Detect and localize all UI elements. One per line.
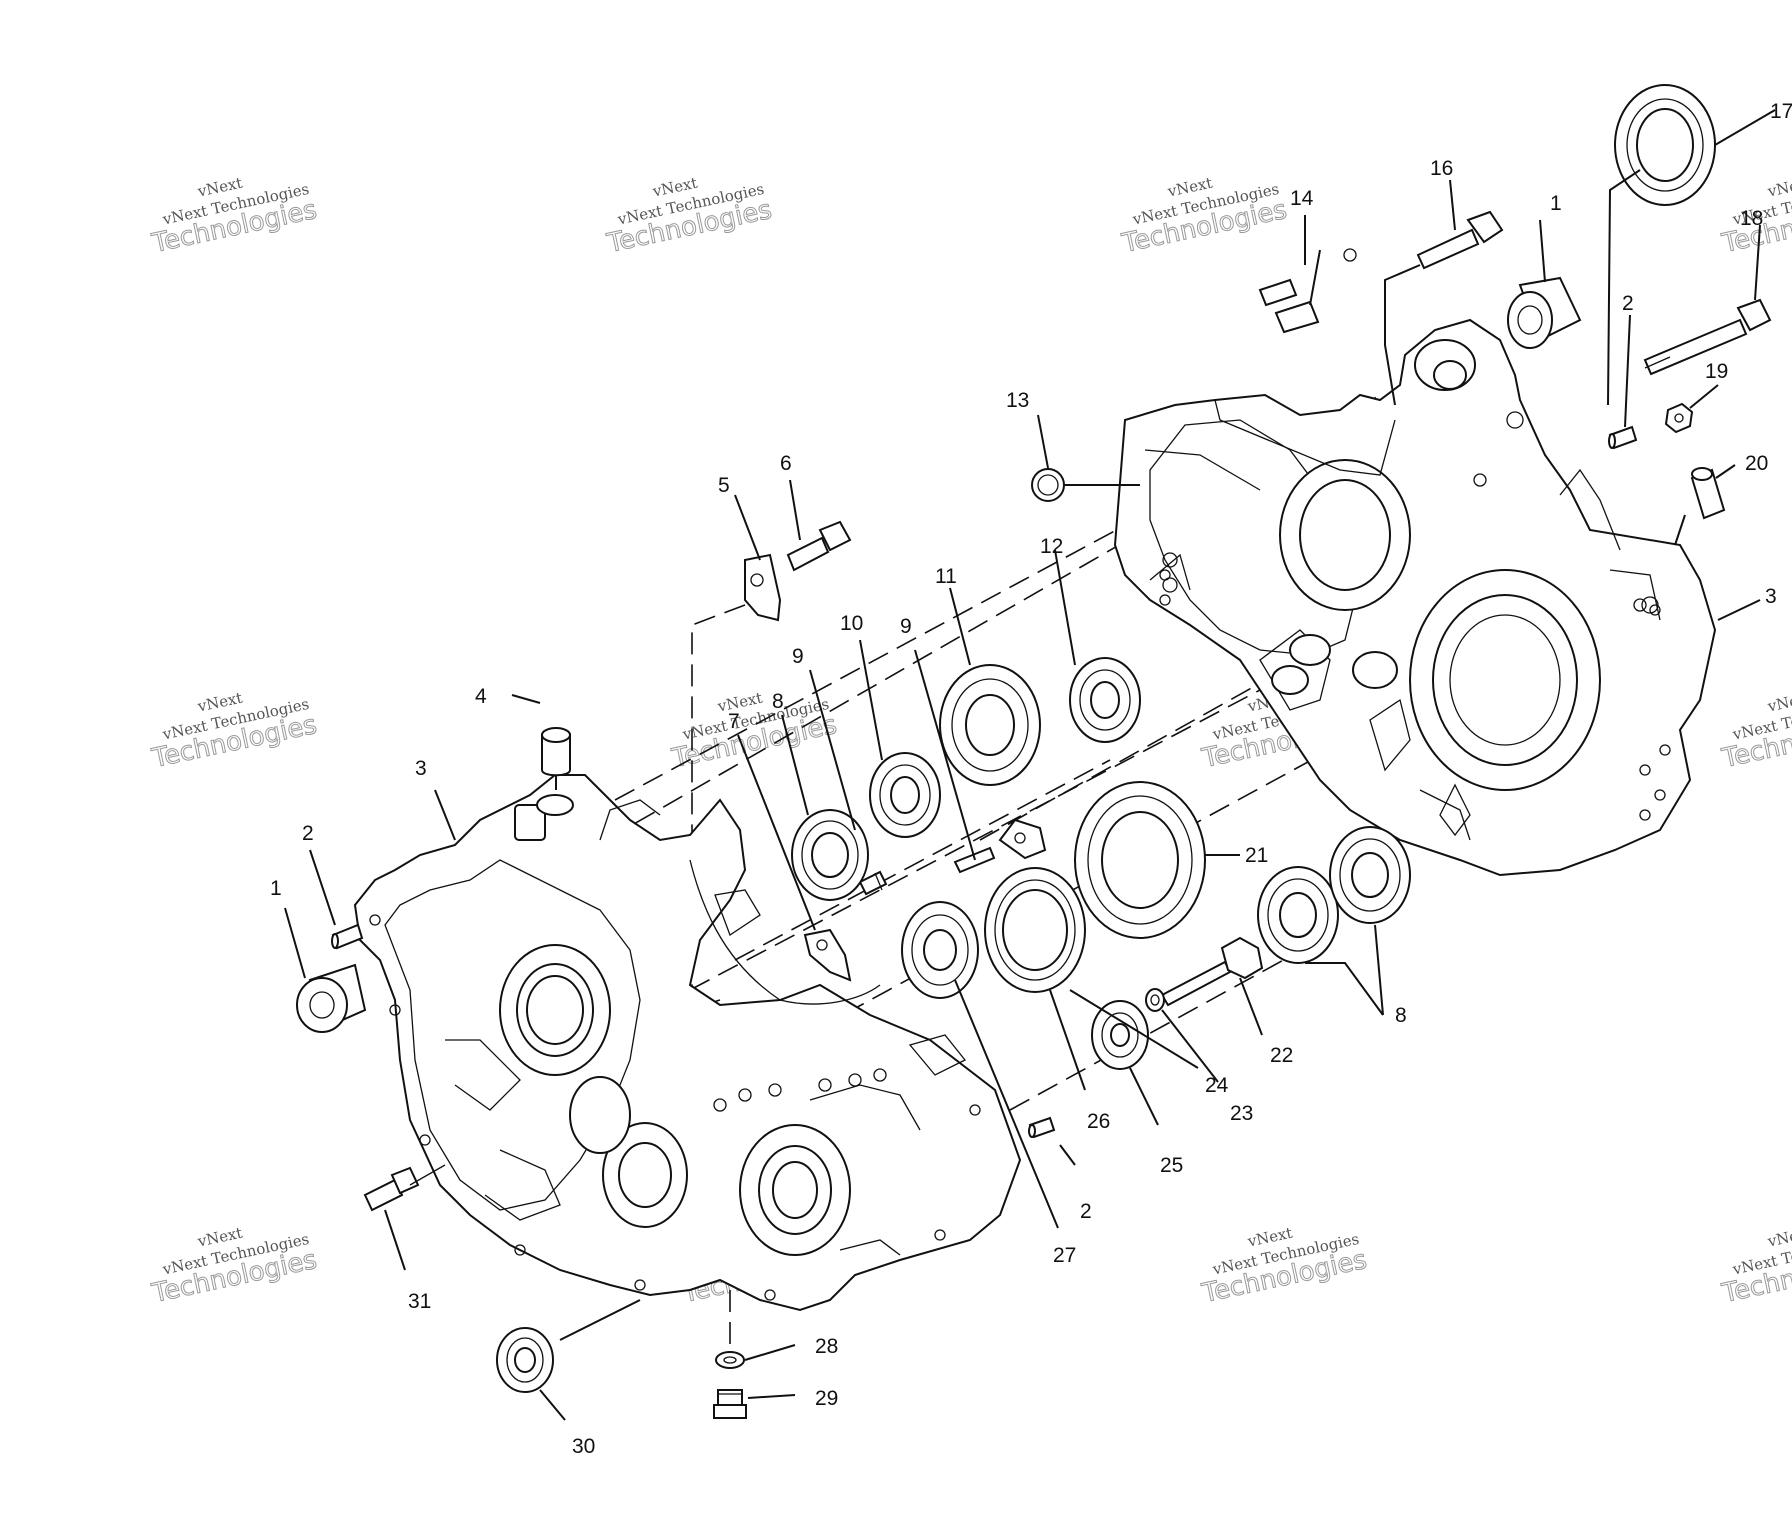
part-14-pin <box>1258 248 1357 334</box>
part-screw <box>858 870 888 896</box>
part-6-bolt <box>786 520 852 572</box>
callout-31: 31 <box>408 1290 431 1313</box>
watermark: vNext vNext Technologies Technologies <box>603 174 775 260</box>
callout-11: 11 <box>935 565 957 588</box>
part-31-bolt <box>363 1164 446 1212</box>
callout-9: 9 <box>792 645 804 668</box>
callout-30: 30 <box>572 1435 595 1458</box>
callout-17: 17 <box>1770 100 1792 123</box>
callout-5: 5 <box>718 474 730 497</box>
part-25-bearing <box>1091 1000 1149 1070</box>
part-22-bolt <box>1160 936 1264 1007</box>
part-21-seal <box>1074 781 1206 939</box>
part-19-nut <box>1664 402 1694 434</box>
callout-14: 14 <box>1290 187 1314 210</box>
part-8-bearing-right-a <box>1257 866 1339 964</box>
callout-12: 12 <box>1040 535 1063 558</box>
callout-24: 24 <box>1205 1074 1229 1097</box>
part-8-bearing-right-b <box>1329 826 1411 924</box>
part-7-plate <box>803 928 852 982</box>
callout-23: 23 <box>1230 1102 1253 1125</box>
part-24-washer <box>1145 988 1165 1012</box>
part-1-bushing-right <box>1507 276 1582 349</box>
part-30-plug <box>496 1299 641 1393</box>
left-crankcase-half <box>353 774 1022 1312</box>
part-16-bolt <box>1384 210 1504 406</box>
watermark: vNext vNext Technologies Technologies <box>1718 1224 1792 1310</box>
svg-text:vNext: vNext <box>1765 174 1792 201</box>
callout-9: 9 <box>900 615 912 638</box>
callout-27: 27 <box>1053 1244 1076 1267</box>
right-crankcase-half <box>1113 318 1717 877</box>
part-9-bearing <box>869 752 941 838</box>
part-1-bushing-left <box>296 963 367 1033</box>
part-26-bearing <box>901 901 979 999</box>
part-20-pin <box>1674 467 1726 546</box>
callout-3: 3 <box>1765 585 1777 608</box>
callout-25: 25 <box>1160 1154 1183 1177</box>
watermark: vNext vNext Technologies Technologies <box>668 689 840 775</box>
callout-2: 2 <box>1622 292 1634 315</box>
callout-6: 6 <box>780 452 792 475</box>
callout-8: 8 <box>1395 1004 1407 1027</box>
callout-2: 2 <box>302 822 314 845</box>
watermark: vNext vNext Technologies Technologies <box>1718 689 1792 775</box>
callout-3: 3 <box>415 757 427 780</box>
part-4-stud <box>541 727 571 790</box>
callout-29: 29 <box>815 1387 838 1410</box>
callout-7: 7 <box>728 710 740 733</box>
callout-20: 20 <box>1745 452 1768 475</box>
watermark: vNext vNext Technologies Technologies <box>148 1224 320 1310</box>
part-29-bolt <box>713 1389 747 1419</box>
callout-28: 28 <box>815 1335 838 1358</box>
part-2-dowel-left <box>331 923 364 950</box>
callout-26: 26 <box>1087 1110 1110 1133</box>
part-18-bolt <box>1643 298 1772 376</box>
callout-13: 13 <box>1006 389 1029 412</box>
svg-text:vNext: vNext <box>1765 689 1792 716</box>
callout-18: 18 <box>1740 207 1763 230</box>
callout-10: 10 <box>840 612 863 635</box>
part-2-dowel-right <box>1608 425 1638 450</box>
part-28-washer <box>715 1351 745 1369</box>
callout-8: 8 <box>772 690 784 713</box>
watermark: vNext vNext Technologies Technologies <box>148 689 320 775</box>
callout-1: 1 <box>1550 192 1562 215</box>
watermark: vNext vNext Technologies Technologies <box>1198 1224 1370 1310</box>
svg-text:vNext: vNext <box>1765 1224 1792 1251</box>
watermark: vNext vNext Technologies Technologies <box>1118 174 1290 260</box>
callout-1: 1 <box>270 877 282 900</box>
part-27-seal <box>984 867 1086 993</box>
callout-19: 19 <box>1705 360 1728 383</box>
callout-4: 4 <box>475 685 487 708</box>
part-11-bearing <box>939 664 1041 786</box>
part-8-bearing-left <box>791 809 869 901</box>
callout-16: 16 <box>1430 157 1453 180</box>
callout-22: 22 <box>1270 1044 1293 1067</box>
leader-lines <box>284 109 1776 1421</box>
part-13-plug <box>1031 468 1140 502</box>
part-5-plate <box>744 553 782 622</box>
watermark: vNext vNext Technologies Technologies <box>148 174 320 260</box>
callout-21: 21 <box>1245 844 1268 867</box>
callout-numbers: 1 1 2 2 2 3 3 4 5 6 7 8 8 9 9 10 11 12 1… <box>270 100 1792 1458</box>
part-12-bearing <box>1069 657 1141 743</box>
callout-2: 2 <box>1080 1200 1092 1223</box>
part-2-dowel-bottom <box>1028 1116 1056 1139</box>
part-screw-tab <box>953 818 1047 874</box>
